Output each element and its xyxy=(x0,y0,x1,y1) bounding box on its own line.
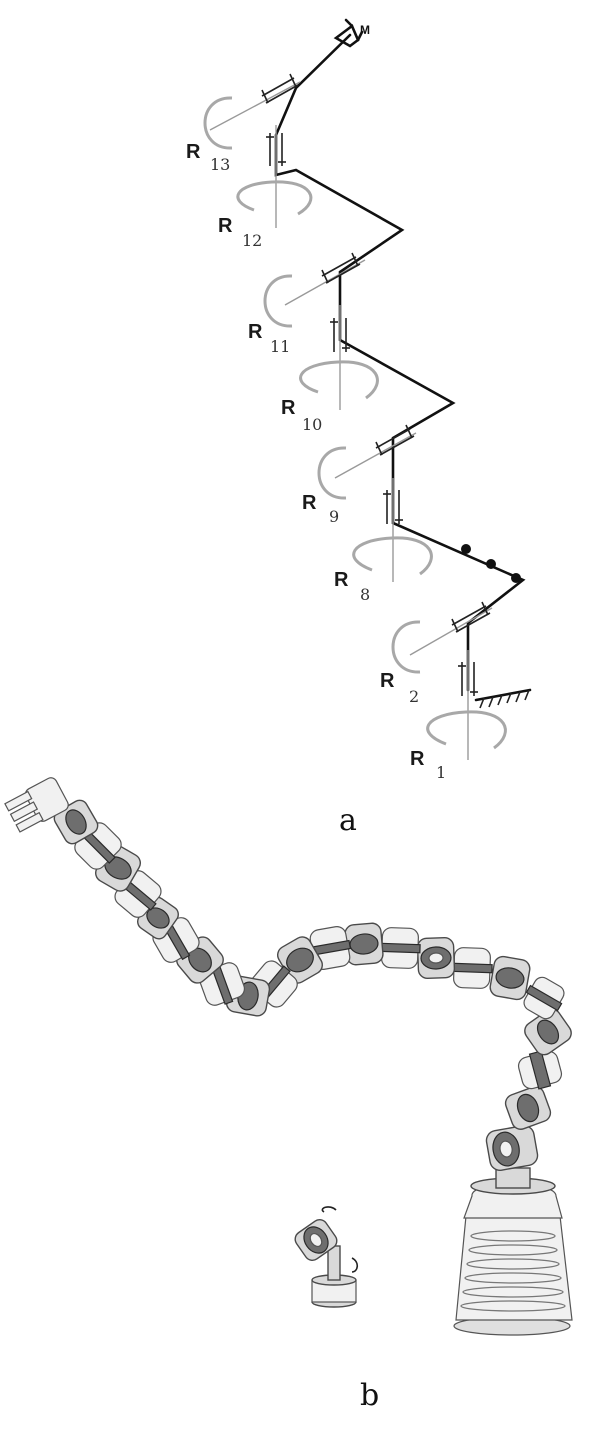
rotation-arrow-icon xyxy=(203,96,233,150)
svg-text:12: 12 xyxy=(242,231,262,250)
robot-render-illustration: b xyxy=(4,777,573,1413)
svg-text:10: 10 xyxy=(302,415,322,434)
rotation-arrow-icon xyxy=(321,1206,337,1213)
svg-text:R: R xyxy=(410,748,425,770)
bearing-icon xyxy=(383,490,403,524)
bearing-icon xyxy=(375,424,415,456)
rotation-arrow-icon xyxy=(317,446,347,500)
rotation-arrow-icon xyxy=(263,274,293,328)
kinematic-scheme-diagram: M xyxy=(186,18,532,838)
svg-text:R: R xyxy=(218,215,233,237)
robot-base-pedestal xyxy=(453,1167,573,1336)
rotation-arrow-icon xyxy=(351,1257,359,1273)
joint-label-r10: R 10 xyxy=(281,397,322,434)
rotation-arrow-icon xyxy=(299,360,379,400)
joint-group-lower xyxy=(317,424,433,582)
svg-text:9: 9 xyxy=(329,507,339,526)
bearing-icon xyxy=(330,318,350,352)
joint-label-r1: R 1 xyxy=(410,748,446,782)
bearing-icon xyxy=(266,133,286,166)
kinematic-chain-link xyxy=(274,33,526,692)
joint-group-base xyxy=(391,601,507,760)
svg-text:R: R xyxy=(248,321,263,343)
svg-text:R: R xyxy=(186,141,201,163)
svg-text:R: R xyxy=(380,670,395,692)
svg-text:R: R xyxy=(302,492,317,514)
panel-caption-b: b xyxy=(360,1378,379,1413)
bearing-icon xyxy=(261,73,299,104)
svg-text:2: 2 xyxy=(409,687,419,706)
joint-label-r2: R 2 xyxy=(380,670,419,706)
rotation-arrow-icon xyxy=(352,536,433,576)
svg-text:R: R xyxy=(334,569,349,591)
joint-label-r11: R 11 xyxy=(248,321,290,356)
rotation-arrow-icon xyxy=(236,180,313,216)
gripper-icon: M xyxy=(333,18,370,48)
single-module-inset xyxy=(294,1206,359,1308)
bearing-icon xyxy=(458,662,478,696)
robot-arm xyxy=(53,799,572,1171)
end-effector-label: M xyxy=(360,23,370,37)
svg-text:13: 13 xyxy=(210,155,230,174)
joint-group-top xyxy=(203,73,313,228)
bearing-icon xyxy=(451,601,491,633)
rotation-arrow-icon xyxy=(426,710,507,750)
continuation-dot xyxy=(461,544,471,554)
gripper-icon xyxy=(4,777,69,833)
joint-label-r9: R 9 xyxy=(302,492,339,526)
ground-base xyxy=(474,688,532,709)
svg-text:1: 1 xyxy=(436,763,446,782)
joint-label-r13: R 13 xyxy=(186,141,230,174)
continuation-dot xyxy=(486,559,496,569)
svg-text:8: 8 xyxy=(360,585,370,604)
svg-text:R: R xyxy=(281,397,296,419)
panel-caption-a: a xyxy=(339,803,357,838)
bearing-icon xyxy=(321,252,361,284)
joint-label-r12: R 12 xyxy=(218,215,262,250)
joint-group-middle xyxy=(263,252,379,410)
svg-text:11: 11 xyxy=(270,337,290,356)
rotation-arrow-icon xyxy=(391,620,421,674)
joint-label-r8: R 8 xyxy=(334,569,370,604)
continuation-dot xyxy=(511,573,521,583)
